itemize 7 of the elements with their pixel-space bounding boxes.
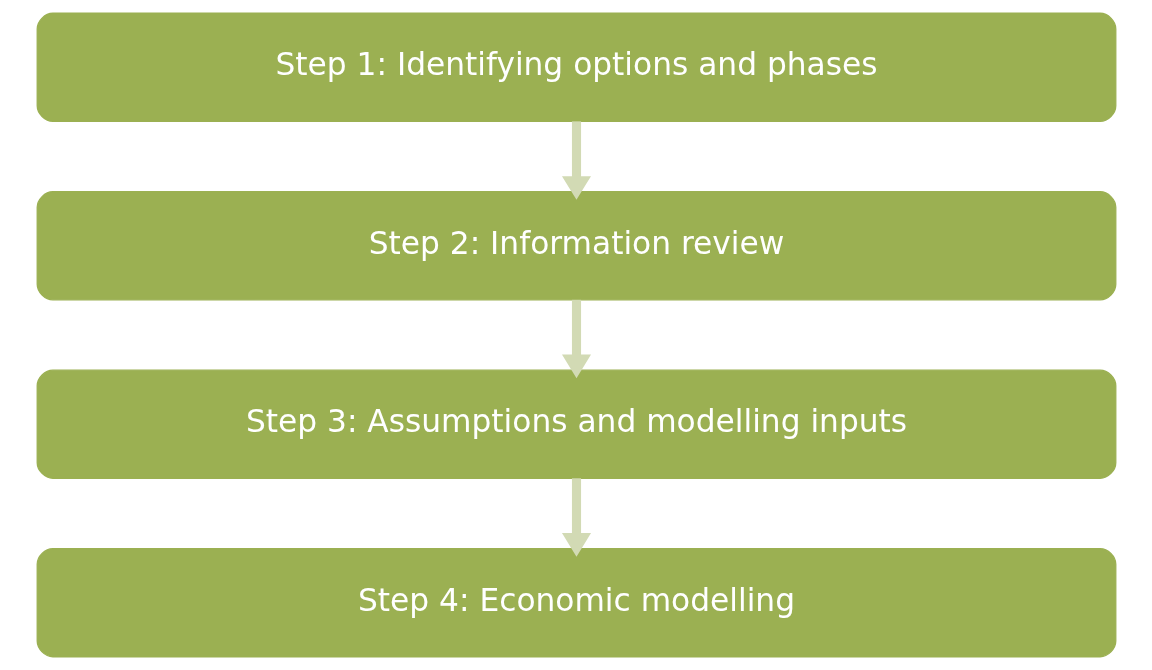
node-box: Step 2: Information review (36, 191, 1116, 301)
arrow (561, 299, 591, 379)
arrow (561, 121, 591, 200)
node-box: Step 3: Assumptions and modelling inputs (36, 369, 1116, 479)
node-box: Step 4: Economic modelling (36, 548, 1116, 658)
node-box: Step 1: Identifying options and phases (36, 12, 1116, 123)
arrow (561, 478, 591, 557)
